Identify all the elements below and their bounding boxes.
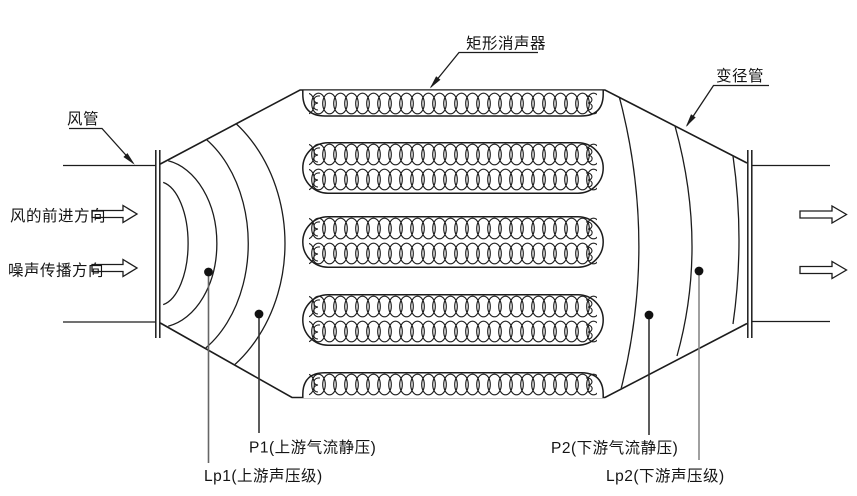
p2-label: P2(下游气流静压) [551,439,678,457]
sound-wave-arc [674,125,693,357]
sound-wave-arc [616,90,640,397]
flow-arrow-icon [91,258,139,278]
absorber-baffle [302,142,604,194]
measurement-point-dot [694,266,704,276]
lp2-label: Lp2(下游声压级) [606,467,725,485]
measurement-point-dot [254,309,264,319]
sound-wave-arc [168,160,218,327]
flow-arrow-icon [799,260,848,280]
reducer-leader-line [686,84,769,126]
flow-arrow-icon [91,204,139,224]
measurement-point-dot [644,310,654,320]
flow-arrow-icon [799,204,848,225]
measurement-point-dot [204,267,213,277]
absorber-baffle [302,216,604,268]
duct-leader-line [69,127,134,164]
outlet-duct-walls [752,164,830,323]
duct-label: 风管 [67,110,99,128]
wind-direction-label: 风的前进方向 [10,207,106,225]
p1-label: P1(上游气流静压) [249,439,376,457]
outlet-flange [747,150,753,338]
lp1-label: Lp1(上游声压级) [204,467,323,485]
inlet-duct-walls [63,164,156,323]
inlet-flange [155,150,161,338]
absorber-baffle [302,294,604,346]
absorber-baffle-bottom [302,372,604,398]
silencer-label: 矩形消声器 [466,35,546,53]
absorber-baffle-top [302,90,604,117]
sound-wave-arc [162,181,189,306]
reducer-label: 变径管 [716,67,764,85]
silencer-leader-line [430,51,538,88]
sound-wave-arc [732,155,740,325]
noise-direction-label: 噪声传播方向 [8,262,104,280]
